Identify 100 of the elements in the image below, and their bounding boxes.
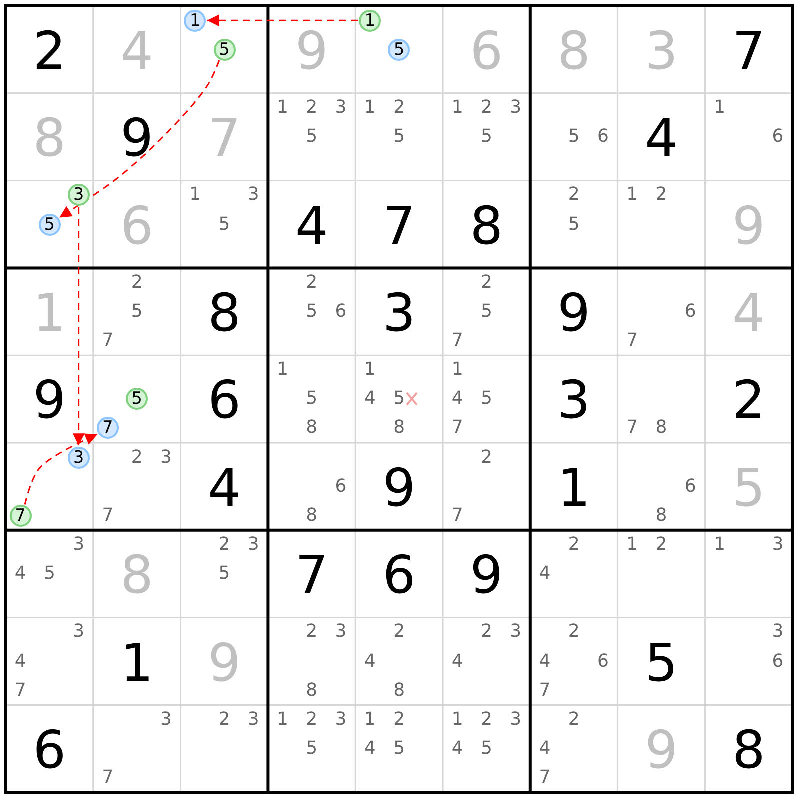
candidate-number: 2 (306, 710, 318, 729)
solved-number: 4 (120, 26, 154, 78)
solved-number: 7 (208, 113, 242, 166)
given-number: 4 (208, 462, 242, 515)
candidate-number: 8 (394, 419, 406, 438)
candidate-number: 5 (218, 565, 230, 584)
candidate-number: 4 (539, 652, 551, 670)
given-number: 5 (644, 638, 678, 690)
candidate-number: 7 (102, 769, 114, 788)
given-number: 1 (558, 462, 591, 515)
given-number: 3 (382, 288, 416, 340)
highlighted-candidate: 1 (184, 10, 206, 32)
candidate-number: 7 (539, 769, 551, 788)
candidate-number: 3 (160, 710, 172, 729)
candidate-number: 2 (480, 623, 492, 642)
candidate-number: 5 (480, 390, 492, 408)
candidate-number: 5 (394, 740, 406, 758)
solved-number: 1 (33, 288, 66, 340)
candidate-number: 2 (568, 623, 580, 642)
given-number: 9 (120, 113, 154, 166)
candidate-number: 4 (14, 565, 26, 584)
candidate-number: 3 (772, 623, 784, 642)
candidate-number: 2 (306, 623, 318, 642)
candidate-number: 5 (394, 128, 406, 146)
candidate-number: 4 (364, 652, 376, 670)
candidate-number: 2 (568, 536, 580, 554)
candidate-number: 1 (190, 186, 202, 204)
candidate-number: 7 (452, 419, 464, 438)
given-number: 2 (732, 375, 766, 428)
given-number: 6 (33, 724, 66, 777)
candidate-number: 6 (598, 128, 609, 146)
candidate-number: 4 (539, 740, 551, 758)
candidate-number: 2 (480, 710, 492, 729)
solved-number: 8 (558, 26, 591, 78)
candidate-number: 1 (452, 98, 464, 117)
solved-number: 4 (732, 288, 766, 340)
candidate-number: 6 (335, 302, 347, 321)
solved-number: 3 (644, 26, 678, 78)
given-number: 6 (382, 550, 416, 602)
candidate-number: 7 (626, 419, 638, 438)
given-number: 7 (732, 26, 766, 78)
candidate-number: 2 (306, 274, 318, 292)
candidate-number: 7 (102, 506, 114, 525)
candidate-number: 5 (306, 302, 318, 321)
candidate-number: 6 (598, 652, 609, 670)
given-number: 4 (644, 113, 678, 166)
candidate-number: 6 (335, 478, 347, 496)
candidate-number: 6 (772, 128, 784, 146)
candidate-number: 5 (480, 740, 492, 758)
candidate-number: 7 (539, 682, 551, 700)
candidate-number: 5 (568, 128, 580, 146)
candidate-number: 3 (248, 186, 260, 204)
chain-arrow (207, 14, 358, 27)
solved-number: 8 (33, 113, 66, 166)
solved-number: 9 (208, 638, 242, 690)
candidate-number: 1 (626, 536, 638, 554)
candidate-number: 5 (568, 216, 580, 234)
candidate-number: 1 (452, 361, 464, 380)
candidate-number: 2 (480, 98, 492, 117)
candidate-number: 1 (364, 361, 376, 380)
candidate-number: 3 (510, 98, 522, 117)
candidate-number: 2 (131, 274, 143, 292)
given-number: 9 (382, 462, 416, 515)
highlighted-candidate: 5 (388, 38, 410, 61)
candidate-number: 3 (160, 448, 172, 467)
candidate-number: 3 (510, 623, 522, 642)
candidate-number: 4 (14, 652, 26, 670)
given-number: 9 (33, 375, 66, 428)
candidate-number: 5 (218, 216, 230, 234)
candidate-number: 3 (248, 710, 260, 729)
highlighted-candidate: 1 (359, 10, 382, 32)
solved-number: 9 (644, 724, 678, 777)
candidate-number: 4 (364, 390, 376, 408)
candidate-number: 2 (480, 274, 492, 292)
candidate-number: 1 (364, 710, 376, 729)
candidate-number: 2 (394, 98, 406, 117)
candidate-number: 2 (480, 448, 492, 467)
candidate-number: 6 (772, 652, 784, 670)
highlighted-candidate: 5 (126, 388, 148, 410)
candidate-number: 8 (394, 682, 406, 700)
candidate-number: 8 (306, 506, 318, 525)
solved-number: 6 (120, 200, 154, 252)
given-number: 6 (208, 375, 242, 428)
solved-number: 8 (120, 550, 154, 602)
candidate-number: 3 (248, 536, 260, 554)
chain-arrow (72, 207, 85, 446)
candidate-number: 2 (218, 536, 230, 554)
chain-arrow (24, 434, 98, 505)
candidate-number: 3 (772, 536, 784, 554)
given-number: 8 (470, 200, 504, 252)
candidate-number: 7 (452, 332, 464, 350)
given-number: 9 (558, 288, 591, 340)
given-number: 7 (295, 550, 328, 602)
candidate-number: 3 (335, 623, 347, 642)
candidate-number: 4 (539, 565, 551, 584)
candidate-number: 5 (44, 565, 56, 584)
candidate-number: 2 (394, 623, 406, 642)
candidate-number: 1 (364, 98, 376, 117)
candidate-number: 1 (277, 710, 288, 729)
candidate-number: 2 (568, 710, 580, 729)
